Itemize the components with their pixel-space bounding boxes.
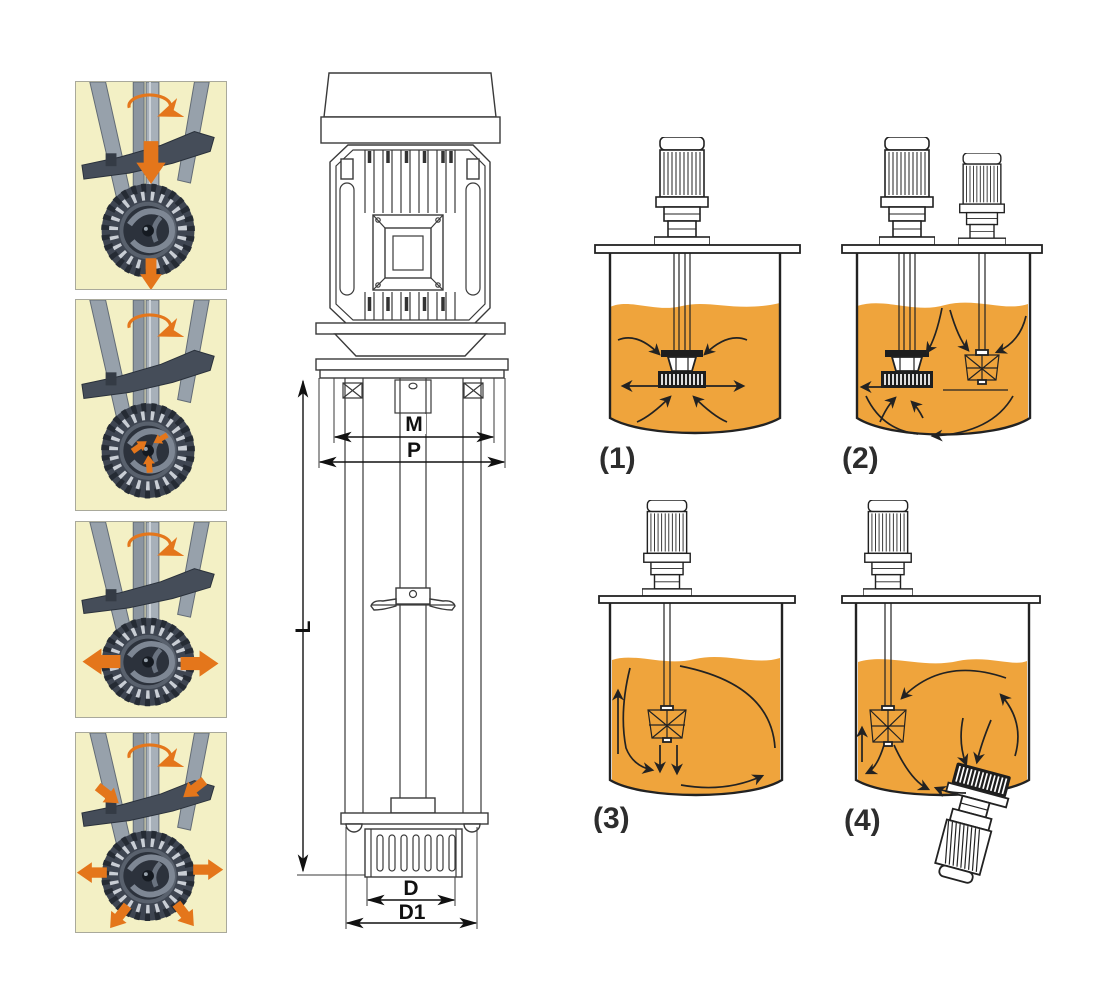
rotor-head-photo-3 <box>75 521 227 718</box>
rotation-arrow-icon <box>127 313 185 337</box>
cage-impeller-icon <box>964 349 1000 385</box>
dim-label-p: P <box>407 439 421 462</box>
rotor-head-photo-2 <box>75 299 227 511</box>
rotor-head-photo-4 <box>75 732 227 933</box>
tank-lid <box>841 595 1041 604</box>
tank-label-3: (3) <box>593 802 630 833</box>
tank-lid <box>598 595 796 604</box>
dimension-drawing: M P L D D1 <box>293 72 509 929</box>
tank-outline <box>608 253 782 435</box>
tank-diagram-3: (3) <box>593 500 796 833</box>
flow-arrows <box>856 669 1019 798</box>
motor-top-view <box>315 72 506 357</box>
tank-lid <box>594 244 801 254</box>
liquid <box>610 303 780 433</box>
dim-label-d: D <box>403 877 418 900</box>
tank-diagram-1: (1) <box>594 137 801 475</box>
dimension-annotations: M P L D D1 <box>293 378 506 929</box>
cage-impeller-icon <box>869 705 907 747</box>
rotation-arrow-icon <box>127 743 185 767</box>
rotation-arrow-icon <box>127 532 185 556</box>
flow-arrows <box>612 665 776 789</box>
homogenizer-head-icon <box>881 350 933 388</box>
tank-label-4: (4) <box>844 804 881 837</box>
rotation-arrow-icon <box>127 93 185 117</box>
tank-label-1: (1) <box>599 442 636 475</box>
outflow-right-arrow-icon <box>193 859 224 880</box>
tank-label-2: (2) <box>842 442 879 475</box>
rotor-head-photo-1 <box>75 81 227 290</box>
tank-diagram-2: (2) <box>841 137 1043 475</box>
dim-label-m: M <box>405 413 423 436</box>
liquid <box>612 656 780 795</box>
dim-label-l: L <box>293 620 315 633</box>
flow-arrows <box>859 307 1027 442</box>
flow-arrows <box>617 337 748 423</box>
dim-label-d1: D1 <box>399 901 426 924</box>
bottom-entry-homogenizer-icon <box>934 762 1011 884</box>
cage-impeller-icon <box>647 705 687 743</box>
tank-diagram-4: (4) <box>841 500 1041 884</box>
tank-lid <box>841 244 1043 254</box>
mixer-frame <box>315 358 509 878</box>
tank-outline <box>608 603 784 797</box>
homogenizer-head-icon <box>658 350 706 388</box>
